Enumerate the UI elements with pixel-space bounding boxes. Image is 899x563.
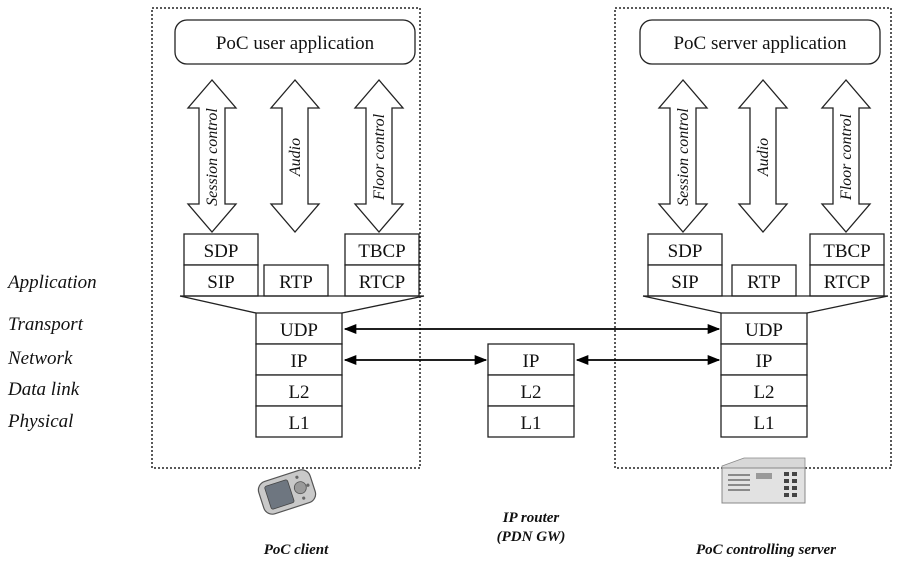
server-rtcp-label: RTCP	[824, 272, 870, 293]
server-floor-control-label: Floor control	[838, 113, 855, 201]
client-floor-control-label: Floor control	[371, 113, 388, 201]
server-l2-label: L2	[753, 382, 774, 403]
client-l1-box	[255, 405, 343, 438]
client-sdp-label: SDP	[204, 241, 239, 262]
layer-label-application: Application	[6, 272, 97, 293]
router-l1-box	[487, 405, 575, 438]
layer-label-data-link: Data link	[7, 379, 80, 400]
layer-label-transport: Transport	[8, 314, 84, 335]
server-audio-label: Audio	[755, 138, 772, 177]
server-app-box	[639, 19, 881, 65]
layer-label-physical: Physical	[7, 411, 73, 432]
client-caption: PoC client	[264, 542, 329, 558]
server-l1-label: L1	[753, 413, 774, 434]
router-caption-line1: IP router	[502, 510, 560, 526]
server-sip-box	[647, 264, 723, 297]
server-l1-box	[720, 405, 808, 438]
client-session-control-label: Session control	[204, 108, 221, 206]
client-sip-label: SIP	[207, 272, 234, 293]
client-ip-label: IP	[291, 351, 308, 372]
server-tbcp-label: TBCP	[823, 241, 871, 262]
server-udp-label: UDP	[745, 320, 783, 341]
client-udp-box	[255, 312, 343, 345]
server-audio-arrow	[737, 79, 789, 233]
client-ip-box	[255, 343, 343, 376]
router-l1-label: L1	[520, 413, 541, 434]
client-l2-label: L2	[288, 382, 309, 403]
layer-label-network: Network	[7, 348, 73, 369]
client-node: PoC user application Session control Aud…	[151, 7, 425, 558]
server-floor-control-arrow	[820, 79, 872, 233]
server-sdp-box	[647, 233, 723, 266]
client-rtp-box	[263, 264, 329, 297]
client-audio-label: Audio	[287, 138, 304, 177]
server-sdp-label: SDP	[668, 241, 703, 262]
server-caption: PoC controlling server	[696, 542, 836, 558]
server-rtp-label: RTP	[747, 272, 781, 293]
server-sip-label: SIP	[671, 272, 698, 293]
pda-icon	[257, 469, 317, 515]
router-node: IP L2 L1 IP router (PDN GW)	[487, 343, 575, 545]
server-session-control-label: Session control	[675, 108, 692, 206]
router-ip-label: IP	[523, 351, 540, 372]
router-l2-box	[487, 374, 575, 407]
client-rtcp-box	[344, 264, 420, 297]
router-l2-label: L2	[520, 382, 541, 403]
server-node: PoC server application Session control A…	[614, 7, 892, 558]
client-udp-label: UDP	[280, 320, 318, 341]
router-ip-box	[487, 343, 575, 376]
client-app-label: PoC user application	[216, 33, 375, 54]
client-rtcp-label: RTCP	[359, 272, 405, 293]
client-floor-control-arrow	[353, 79, 405, 233]
router-caption-line2: (PDN GW)	[497, 529, 566, 545]
client-boundary	[151, 7, 421, 469]
server-app-label: PoC server application	[673, 33, 847, 54]
server-ip-box	[720, 343, 808, 376]
server-udp-box	[720, 312, 808, 345]
client-l1-label: L1	[288, 413, 309, 434]
client-session-control-arrow	[186, 79, 238, 233]
server-icon	[721, 457, 806, 504]
server-ip-label: IP	[756, 351, 773, 372]
client-audio-arrow	[269, 79, 321, 233]
client-tbcp-label: TBCP	[358, 241, 406, 262]
server-l2-box	[720, 374, 808, 407]
client-rtp-label: RTP	[279, 272, 313, 293]
client-sip-box	[183, 264, 259, 297]
server-session-control-arrow	[657, 79, 709, 233]
server-rtcp-box	[809, 264, 885, 297]
client-app-box	[174, 19, 416, 65]
